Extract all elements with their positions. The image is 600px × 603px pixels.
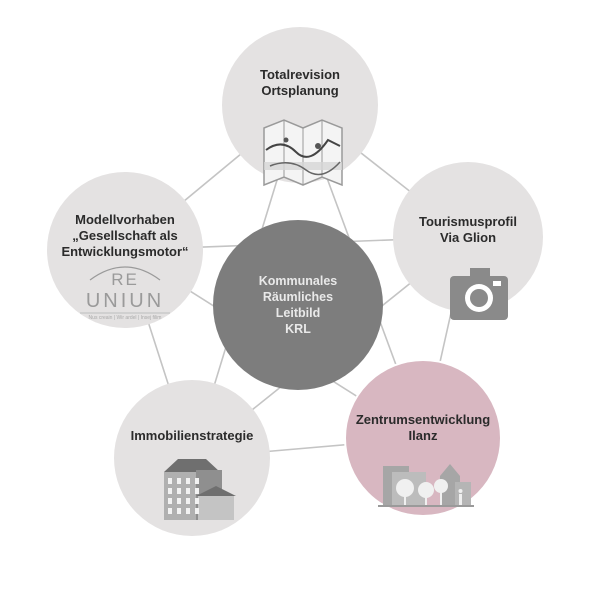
town-center-icon (378, 464, 474, 507)
building-window (186, 508, 190, 514)
node-right-circle (393, 162, 543, 312)
building-window (177, 488, 181, 494)
camera-icon (450, 268, 508, 320)
building-window (195, 488, 199, 494)
building-window (168, 478, 172, 484)
building-window (186, 478, 190, 484)
node-bottom-left-label: Immobilienstrategie (130, 428, 254, 443)
building-window (177, 498, 181, 504)
building-window (168, 498, 172, 504)
buildings-icon (164, 459, 236, 520)
building-window (177, 478, 181, 484)
center-circle (213, 220, 383, 390)
reuniun-logo-re: RE (111, 270, 139, 289)
map-icon (263, 119, 343, 187)
reuniun-logo-uniun: UNIUN (85, 290, 165, 312)
building-window (195, 478, 199, 484)
building-window (168, 488, 172, 494)
building-window (195, 498, 199, 504)
building-window (168, 508, 172, 514)
building-window (186, 488, 190, 494)
building-window (195, 508, 199, 514)
building-window (177, 508, 181, 514)
node-left-circle (47, 172, 203, 328)
reuniun-logo (80, 266, 170, 314)
building-window (186, 498, 190, 504)
reuniun-logo-tagline: Nus creain | Wir ardel | Insej filim (88, 315, 162, 321)
